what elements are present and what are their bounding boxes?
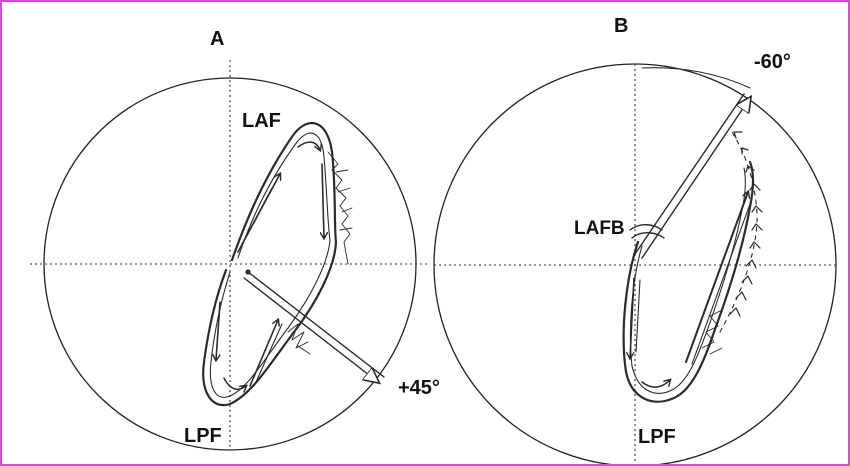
panel-b-block-mark-1 (629, 224, 663, 231)
panel-a-arrow-turn (297, 141, 320, 150)
panel-a-loop-outer (202, 122, 338, 407)
panel-a-loop-inner (209, 132, 331, 398)
panel-b-axis-label: -60° (754, 51, 791, 73)
panel-b-lpf-label: LPF (638, 426, 676, 448)
panel-b-vector-line-1 (634, 93, 745, 255)
panel-a-laf-label: LAF (242, 110, 281, 132)
panel-b-dashed-track (719, 131, 758, 333)
panel-b-loop-outer (622, 160, 755, 403)
panel-b-qrs-vector (641, 98, 750, 259)
panel-b-arrow-down-shadow (635, 279, 641, 353)
panel-b-hatching (701, 309, 723, 355)
panel-b-lafb-label: LAFB (574, 218, 625, 239)
panel-b-block-mark-2 (631, 232, 665, 239)
panel-b-arrow-up (685, 192, 748, 363)
panel-b-top-arc (641, 67, 751, 89)
panel-a-title: A (210, 28, 224, 50)
panel-a-arrow-return-shadow (255, 323, 283, 383)
panel-b-arrow-bottom-turn (641, 380, 670, 388)
panel-a-hatching-bottom (287, 323, 311, 355)
panel-a-arrow-bottom-turn (223, 377, 246, 389)
panel-a-arrow-down (322, 163, 324, 238)
panel-b: B LAFB LPF -60° (433, 15, 837, 464)
panel-a-hatching-top (327, 151, 353, 265)
panel-b-title: B (614, 15, 628, 37)
panel-a-arrow-up-shadow (241, 187, 273, 245)
panel-a-axis-label: +45° (398, 377, 440, 399)
panel-a-qrs-vector (243, 277, 378, 382)
panel-b-arrow-down (630, 277, 635, 358)
panel-a: A LAF LPF +45° (30, 28, 440, 451)
panel-a-arrow-left-down (216, 301, 221, 360)
panel-a-lpf-label: LPF (184, 425, 222, 447)
panel-a-vector-line-1 (247, 271, 385, 378)
panel-b-arrow-up-shadow (691, 203, 751, 365)
panel-b-chevrons (729, 131, 763, 317)
panel-a-arrow-return (249, 320, 278, 387)
